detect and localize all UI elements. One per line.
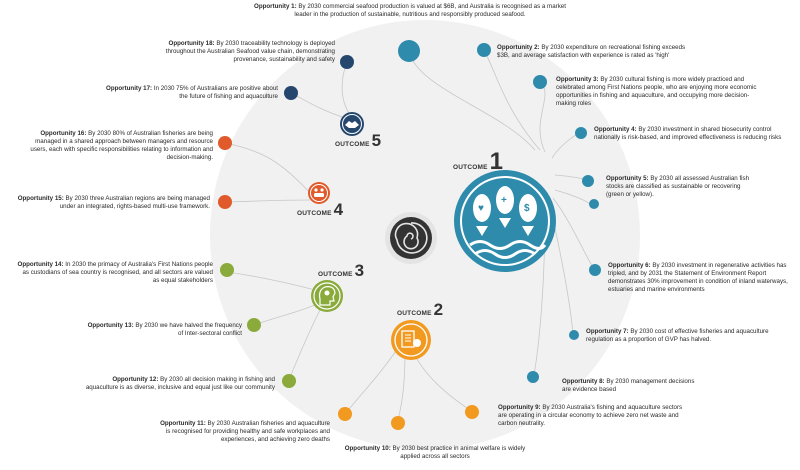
connector-6 [554, 189, 591, 205]
opportunity-14-dot[interactable] [247, 318, 261, 332]
opportunity-6-dot[interactable] [589, 199, 599, 209]
opportunity-3-dot[interactable] [533, 75, 547, 89]
opportunity-9-text: Opportunity 9: By 2030 Australia's fishi… [498, 404, 683, 427]
opportunity-13-dot[interactable] [282, 374, 296, 388]
connector-15 [225, 271, 316, 291]
opportunity-11-dot[interactable] [391, 416, 405, 430]
opportunity-5-text: Opportunity 5: By 2030 all assessed Aust… [606, 175, 750, 198]
outcome-2-number: 2 [433, 300, 444, 319]
opportunity-18-text: Opportunity 18: By 2030 traceability tec… [165, 40, 335, 63]
opportunity-18-dot[interactable] [284, 86, 298, 100]
opportunity-4-dot[interactable] [575, 127, 587, 139]
outcome-1-icon[interactable]: ♥ + $ [454, 170, 556, 272]
opportunity-15-dot[interactable] [220, 263, 234, 277]
opportunity-16-text: Opportunity 16: By 2030 80% of Australia… [30, 130, 213, 161]
opportunity-12-dot[interactable] [338, 407, 352, 421]
opportunity-1-dot[interactable] [398, 40, 420, 62]
outcome-2-icon[interactable] [391, 320, 431, 360]
opportunity-13-text: Opportunity 13: By 2030 we have halved t… [87, 322, 242, 337]
opportunity-19-dot[interactable] [340, 55, 354, 69]
opportunity-15-text: Opportunity 15: By 2030 three Australian… [17, 195, 210, 210]
opportunity-7-dot[interactable] [589, 264, 601, 276]
outcome-3-word: OUTCOME [318, 271, 353, 278]
opportunity-11-text: Opportunity 11: By 2030 Australian fishe… [160, 420, 330, 443]
opportunity-17-text: Opportunity 17: In 2030 75% of Australia… [106, 85, 278, 100]
outcome-1-number: 1 [489, 148, 503, 175]
opportunity-3-text: Opportunity 3: By 2030 cultural fishing … [556, 76, 757, 107]
connector-2 [483, 49, 541, 151]
outcome-2-word: OUTCOME [397, 310, 432, 317]
svg-text:$: $ [524, 203, 530, 214]
outcome-5-number: 5 [371, 131, 382, 150]
opportunity-17-dot[interactable] [218, 136, 232, 150]
connector-lines [224, 49, 595, 421]
opportunity-4-text: Opportunity 4: By 2030 investment in sha… [594, 126, 782, 141]
outcome-4-word: OUTCOME [297, 210, 332, 217]
outcome-4-icon[interactable] [308, 182, 330, 204]
connector-16 [224, 142, 313, 196]
opportunity-14-text: Opportunity 14: In 2030 the primacy of A… [17, 261, 214, 284]
opportunity-2-text: Opportunity 2: By 2030 expenditure on re… [497, 44, 686, 59]
outcome-5-word: OUTCOME [335, 141, 370, 148]
opportunity-10-text: Opportunity 10: By 2030 best practice in… [344, 445, 526, 460]
opportunity-5-dot[interactable] [582, 175, 594, 187]
outcome-1-label: OUTCOME1 [453, 148, 503, 176]
outcome-4-number: 4 [333, 200, 344, 219]
opportunity-6-text: Opportunity 6: By 2030 investment in reg… [608, 262, 788, 293]
connector-1 [408, 51, 536, 151]
opportunity-2-dot[interactable] [477, 43, 491, 57]
outcome-1-word: OUTCOME [453, 164, 488, 171]
opportunity-10-dot[interactable] [465, 405, 479, 419]
outcome-3-icon[interactable] [311, 280, 343, 312]
center-logo [385, 212, 437, 264]
opportunity-1-text: Opportunity 1: By 2030 commercial seafoo… [254, 3, 566, 18]
opportunity-12-text: Opportunity 12: By 2030 all decision mak… [85, 376, 275, 391]
opportunity-9-dot[interactable] [527, 371, 539, 383]
svg-text:+: + [501, 195, 507, 206]
outcome-3-number: 3 [354, 261, 365, 280]
opportunity-8-text: Opportunity 8: By 2030 management decisi… [562, 378, 695, 393]
opportunity-dots [218, 40, 601, 430]
opportunity-16-dot[interactable] [218, 195, 232, 209]
connector-17 [226, 199, 311, 203]
connector-7 [552, 197, 595, 270]
opportunity-7-text: Opportunity 7: By 2030 cost of effective… [586, 328, 769, 343]
connector-12 [345, 344, 401, 414]
svg-text:♥: ♥ [478, 203, 484, 214]
outcome-5-icon[interactable] [340, 112, 364, 136]
opportunity-8-dot[interactable] [569, 330, 579, 340]
